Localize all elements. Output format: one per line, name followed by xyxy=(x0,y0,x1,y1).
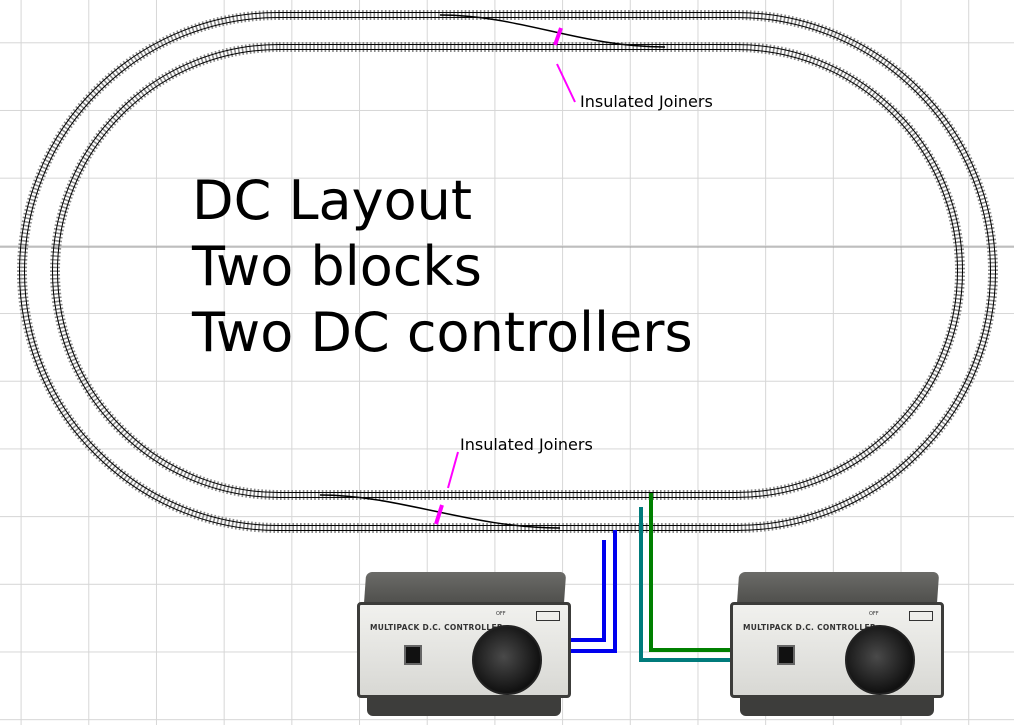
controller-name: MULTIPACK D.C. CONTROLLER xyxy=(370,623,503,632)
controller-lid xyxy=(363,572,567,606)
controller-base xyxy=(740,696,934,716)
outer-oval-track-inner-rail xyxy=(24,17,991,526)
controller-face: MULTIPACK D.C. CONTROLLER OFF xyxy=(730,602,944,698)
controller-base xyxy=(367,696,561,716)
wire-block2-green xyxy=(649,493,735,652)
wire-block1-a xyxy=(560,540,606,642)
inner-oval-track-outer-rail xyxy=(52,44,963,498)
dc-controller-2: MULTIPACK D.C. CONTROLLER OFF xyxy=(730,572,944,722)
dc-controller-1: MULTIPACK D.C. CONTROLLER OFF xyxy=(357,572,571,722)
turnout-top xyxy=(439,14,666,48)
controller-name: MULTIPACK D.C. CONTROLLER xyxy=(743,623,876,632)
insulated-joiner-bottom xyxy=(434,504,444,525)
outer-oval-track-outer-rail xyxy=(19,12,996,531)
title-line-3: Two DC controllers xyxy=(192,301,693,364)
speed-knob xyxy=(472,625,542,695)
resistance-switch xyxy=(404,645,422,665)
title-line-2: Two blocks xyxy=(192,235,482,298)
joiner-leader-bottom xyxy=(447,451,459,489)
turnout-bottom xyxy=(319,494,561,529)
controller-badge xyxy=(909,611,933,621)
outer-oval-track-ties xyxy=(17,10,998,533)
controller-lid xyxy=(736,572,940,606)
controller-face: MULTIPACK D.C. CONTROLLER OFF xyxy=(357,602,571,698)
insulated-joiners-label-top: Insulated Joiners xyxy=(580,92,713,111)
wire-block1-b xyxy=(560,530,617,653)
joiner-leader-top xyxy=(556,63,576,103)
speed-knob xyxy=(845,625,915,695)
inner-oval-track-inner-rail xyxy=(57,49,958,493)
controller-off-label: OFF xyxy=(869,611,879,617)
inner-oval-track-ties xyxy=(50,42,965,500)
title-line-1: DC Layout xyxy=(192,169,473,232)
insulated-joiners-label-bottom: Insulated Joiners xyxy=(460,435,593,454)
insulated-joiner-top xyxy=(553,27,563,46)
wire-block2-teal xyxy=(639,507,735,662)
controller-badge xyxy=(536,611,560,621)
controller-off-label: OFF xyxy=(496,611,506,617)
resistance-switch xyxy=(777,645,795,665)
layout-title: DC Layout Two blocks Two DC controllers xyxy=(192,168,693,366)
